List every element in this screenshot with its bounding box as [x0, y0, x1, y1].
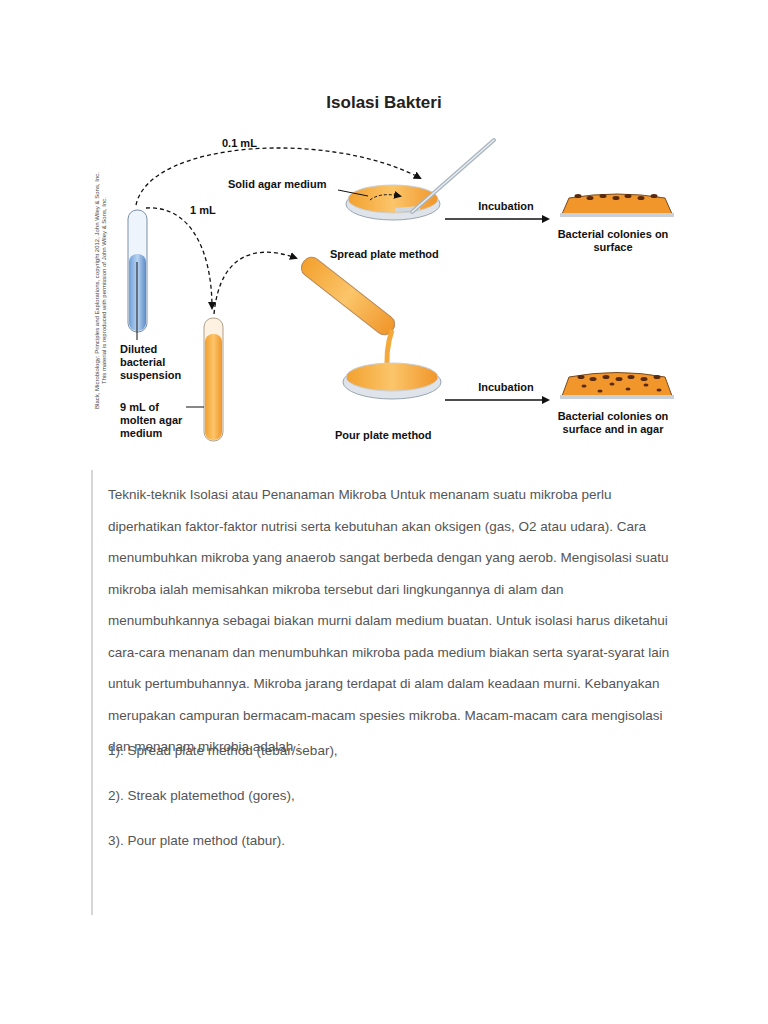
list-item: 3). Pour plate method (tabur). [108, 825, 678, 857]
result-label: Bacterial colonies on surface and in aga… [548, 410, 678, 436]
volume-label: 1 mL [190, 204, 240, 217]
volume-label: 0.1 mL [222, 137, 282, 150]
body-paragraph: Teknik-teknik Isolasi atau Penanaman Mik… [108, 479, 678, 763]
step-label: Incubation [466, 200, 546, 213]
step-label: Incubation [466, 381, 546, 394]
copyright-note: Black, Microbiology: Principles and Expl… [94, 172, 101, 409]
list-item: 1). Spread plate method (tebar/sebar), [108, 735, 678, 767]
part-label: Solid agar medium [228, 178, 338, 191]
page-title: Isolasi Bakteri [0, 93, 768, 113]
result-label: Bacterial colonies on surface [548, 228, 678, 254]
method-label: Spread plate method [330, 248, 470, 261]
method-label: Pour plate method [335, 429, 465, 442]
list-item: 2). Streak platemethod (gores), [108, 780, 678, 812]
part-label: Diluted bacterial suspension [120, 343, 200, 382]
copyright-note: This material is reproduced with permiss… [101, 196, 108, 383]
part-label: 9 mL of molten agar medium [120, 401, 198, 440]
